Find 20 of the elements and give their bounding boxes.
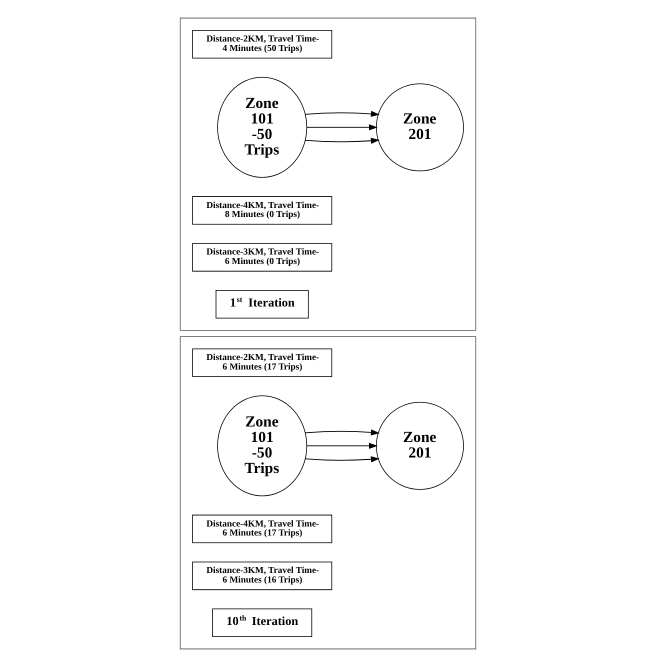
arrow [304, 110, 380, 117]
arrow [304, 138, 380, 144]
arrow [304, 429, 380, 436]
node-box: Distance-3KM, Travel Time- 6 Minutes (16 Trips) [192, 562, 332, 590]
node-box: 1$^{st}$ Iteration [215, 290, 308, 318]
node-ellipse: Zone 101 -50 Trips [216, 395, 307, 496]
arrow [304, 456, 380, 462]
cluster [179, 18, 476, 331]
node-box: Distance-4KM, Travel Time- 6 Minutes (17 Trips) [192, 514, 332, 544]
node-box: Distance-2KM, Travel Time- 6 Minutes (17 Trips) [192, 348, 332, 377]
arrow [306, 442, 378, 449]
arrow [306, 124, 378, 130]
node-box: Distance-3KM, Travel Time- 6 Minutes (0 Trips) [192, 243, 332, 272]
node-box: Distance-4KM, Travel Time- 8 Minutes (0 Trips) [192, 196, 332, 225]
node-ellipse: Zone 101 -50 Trips [216, 76, 307, 178]
node-box: 10$^{th}$ Iteration [212, 608, 312, 637]
node-circle: Zone 201 [375, 83, 464, 172]
cluster [179, 336, 476, 650]
node-circle: Zone 201 [375, 402, 464, 490]
node-box: Distance-2KM, Travel Time- 4 Minutes (50 Trips) [192, 30, 332, 58]
